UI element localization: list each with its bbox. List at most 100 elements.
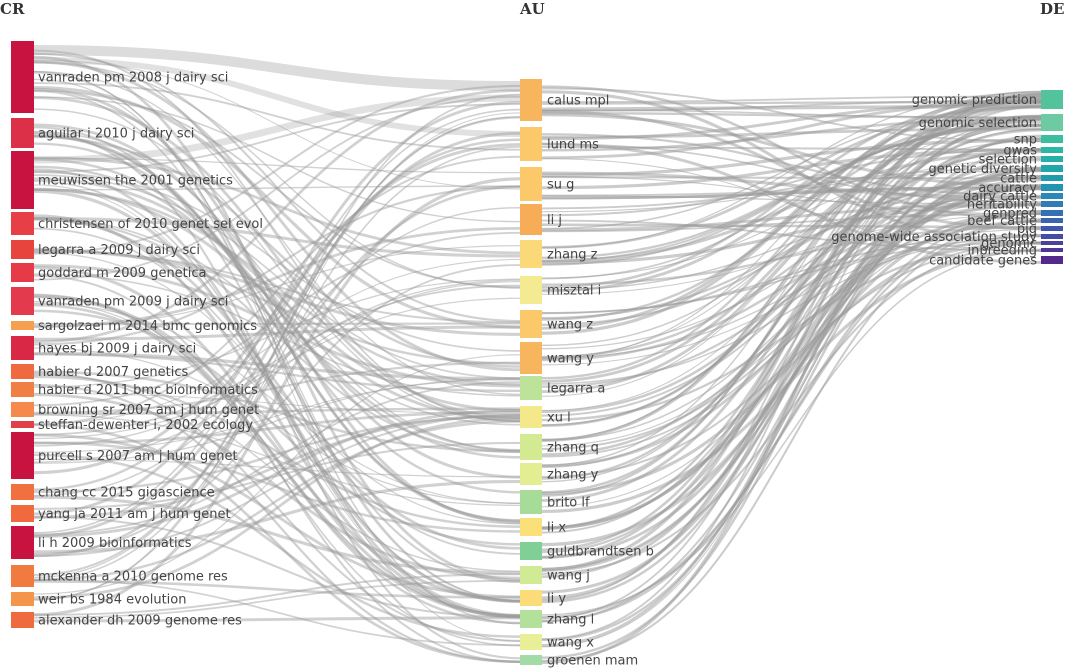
flow-link bbox=[33, 59, 521, 190]
au-node-label: legarra a bbox=[547, 382, 605, 397]
flow-link bbox=[33, 231, 521, 407]
flow-link bbox=[541, 115, 1042, 397]
flow-link bbox=[33, 112, 521, 600]
de-node bbox=[1041, 218, 1063, 223]
flow-link bbox=[33, 322, 521, 326]
cr-node-label: habier d 2011 bmc bioinformatics bbox=[38, 383, 258, 398]
flow-link bbox=[541, 203, 1042, 362]
au-node bbox=[520, 434, 542, 460]
flow-link bbox=[33, 184, 521, 617]
au-node-label: li j bbox=[547, 213, 562, 228]
au-node-label: zhang y bbox=[547, 468, 599, 483]
cr-node bbox=[11, 336, 34, 360]
cr-node bbox=[11, 41, 34, 113]
cr-node bbox=[11, 526, 34, 559]
flow-link bbox=[541, 92, 1042, 572]
cr-node bbox=[11, 287, 34, 315]
flow-link bbox=[33, 217, 521, 426]
de-node bbox=[1041, 193, 1063, 199]
flow-link bbox=[33, 85, 521, 329]
flow-link bbox=[33, 415, 521, 494]
flow-link bbox=[33, 49, 521, 423]
flow-link bbox=[33, 410, 521, 445]
flow-link bbox=[33, 433, 521, 599]
cr-node-label: browning sr 2007 am j hum genet bbox=[38, 403, 259, 418]
flow-link bbox=[33, 302, 521, 504]
flow-link bbox=[33, 251, 521, 525]
cr-node-label: yang ja 2011 am j hum genet bbox=[38, 507, 231, 522]
cr-node bbox=[11, 421, 34, 428]
cr-node-label: purcell s 2007 am j hum genet bbox=[38, 449, 238, 464]
cr-node-label: sargolzaei m 2014 bmc genomics bbox=[38, 319, 257, 334]
flow-link bbox=[33, 279, 521, 447]
flow-link bbox=[33, 165, 521, 452]
flow-link bbox=[33, 96, 521, 420]
au-node bbox=[520, 204, 542, 235]
flow-link bbox=[33, 130, 521, 452]
flow-link bbox=[33, 214, 521, 619]
cr-node-label: habier d 2007 genetics bbox=[38, 365, 188, 380]
cr-node bbox=[11, 612, 34, 628]
flow-link bbox=[33, 579, 521, 619]
au-node-label: xu l bbox=[547, 411, 571, 426]
flow-link bbox=[33, 90, 521, 602]
flow-link bbox=[33, 143, 521, 475]
flow-link bbox=[33, 189, 521, 604]
flow-link bbox=[33, 55, 521, 582]
flow-link bbox=[33, 374, 521, 573]
flow-link bbox=[541, 95, 1042, 103]
flow-link bbox=[33, 94, 521, 164]
flow-link bbox=[33, 309, 521, 546]
cr-node bbox=[11, 382, 34, 397]
flow-link bbox=[33, 61, 521, 289]
flow-link bbox=[33, 78, 521, 602]
flow-link bbox=[33, 423, 521, 664]
de-node bbox=[1041, 241, 1063, 245]
au-node bbox=[520, 167, 542, 201]
cr-node-label: vanraden pm 2008 j dairy sci bbox=[38, 71, 228, 86]
au-node-label: wang j bbox=[547, 569, 590, 584]
flow-link bbox=[541, 219, 1042, 619]
de-node-label: candidate genes bbox=[929, 254, 1037, 269]
cr-node bbox=[11, 432, 34, 479]
flow-link bbox=[33, 100, 521, 516]
de-node-label: dairy cattle bbox=[963, 190, 1037, 205]
column-title-de: DE bbox=[1040, 0, 1064, 18]
flow-link bbox=[33, 245, 521, 328]
de-node bbox=[1041, 248, 1063, 252]
flow-link bbox=[541, 178, 1042, 531]
au-node-label: su g bbox=[547, 178, 574, 193]
de-node-label: genetic diversity bbox=[928, 162, 1037, 177]
flow-link bbox=[33, 82, 521, 151]
cr-node bbox=[11, 402, 34, 417]
column-title-au: AU bbox=[519, 0, 545, 18]
flow-link bbox=[33, 370, 521, 453]
flow-link bbox=[33, 278, 521, 388]
au-node-label: wang z bbox=[547, 318, 593, 333]
flow-link bbox=[33, 249, 521, 336]
de-node-label: genomic bbox=[981, 237, 1037, 252]
de-node-label: genome-wide association study bbox=[831, 230, 1037, 245]
de-node bbox=[1041, 175, 1063, 181]
au-node-label: calus mpl bbox=[547, 94, 609, 109]
flow-link bbox=[541, 140, 1042, 347]
cr-node bbox=[11, 364, 34, 379]
flow-link bbox=[33, 84, 521, 255]
de-node-label: inbreeding bbox=[967, 244, 1037, 259]
au-node bbox=[520, 655, 542, 665]
flow-link bbox=[33, 347, 521, 505]
au-node-label: wang x bbox=[547, 636, 594, 651]
flow-link bbox=[33, 188, 521, 386]
au-node bbox=[520, 240, 542, 268]
cr-node bbox=[11, 321, 34, 330]
de-node-label: gwas bbox=[1003, 144, 1037, 159]
flow-link bbox=[33, 353, 521, 392]
au-node bbox=[520, 376, 542, 400]
de-node bbox=[1041, 90, 1063, 109]
au-node bbox=[520, 634, 542, 650]
flow-link bbox=[33, 45, 521, 91]
flow-link bbox=[33, 174, 521, 380]
au-node bbox=[520, 590, 542, 606]
flow-link bbox=[33, 407, 521, 416]
au-node-label: wang y bbox=[547, 352, 594, 367]
